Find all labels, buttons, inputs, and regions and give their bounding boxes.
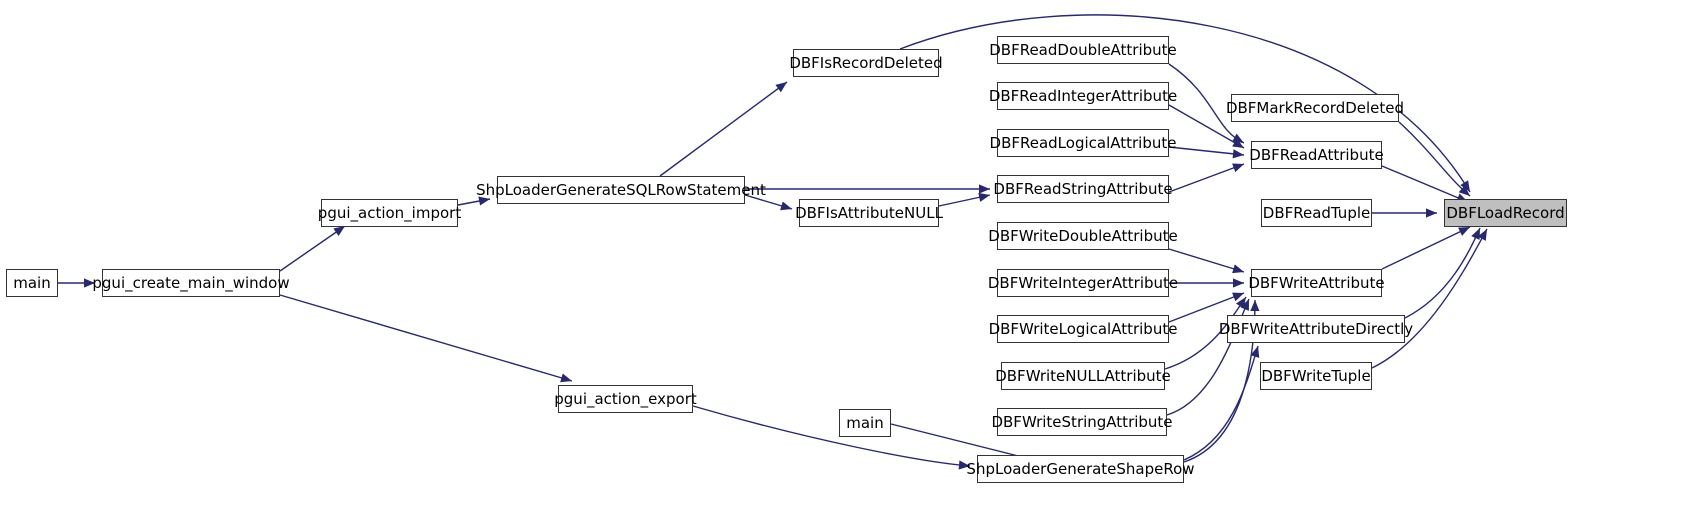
node-DBFIsRecordDeleted[interactable]: DBFIsRecordDeleted (789, 49, 943, 77)
node-label-ShpLoaderGenerateShapeRow: ShpLoaderGenerateShapeRow (966, 459, 1195, 478)
node-label-DBFWriteNULLAttribute: DBFWriteNULLAttribute (995, 366, 1171, 385)
node-main_bottom[interactable]: main (839, 409, 891, 437)
node-label-main_left: main (13, 273, 51, 292)
node-label-DBFReadAttribute: DBFReadAttribute (1249, 145, 1384, 164)
node-pgui_action_export[interactable]: pgui_action_export (554, 385, 697, 413)
node-label-DBFWriteLogicalAttribute: DBFWriteLogicalAttribute (988, 319, 1178, 338)
node-label-DBFWriteIntegerAttribute: DBFWriteIntegerAttribute (987, 273, 1179, 292)
node-label-main_bottom: main (846, 413, 884, 432)
node-label-pgui_action_import: pgui_action_import (317, 203, 462, 222)
node-label-DBFReadTuple: DBFReadTuple (1262, 203, 1371, 222)
node-DBFWriteAttribute[interactable]: DBFWriteAttribute (1248, 269, 1385, 297)
node-DBFReadTuple[interactable]: DBFReadTuple (1261, 199, 1372, 227)
node-ShpLoaderGenerateShapeRow[interactable]: ShpLoaderGenerateShapeRow (966, 455, 1195, 483)
node-DBFLoadRecord[interactable]: DBFLoadRecord (1444, 199, 1567, 227)
node-DBFIsAttributeNULL[interactable]: DBFIsAttributeNULL (795, 199, 943, 227)
node-label-DBFReadIntegerAttribute: DBFReadIntegerAttribute (988, 86, 1178, 105)
node-label-pgui_action_export: pgui_action_export (554, 389, 697, 408)
node-label-DBFWriteStringAttribute: DBFWriteStringAttribute (991, 412, 1173, 431)
node-DBFWriteDoubleAttribute[interactable]: DBFWriteDoubleAttribute (988, 222, 1178, 250)
node-DBFWriteNULLAttribute[interactable]: DBFWriteNULLAttribute (995, 362, 1171, 390)
node-pgui_action_import[interactable]: pgui_action_import (318, 199, 461, 227)
node-label-DBFWriteAttributeDirectly: DBFWriteAttributeDirectly (1218, 319, 1414, 338)
node-label-pgui_create_main_window: pgui_create_main_window (92, 273, 290, 292)
node-DBFWriteTuple[interactable]: DBFWriteTuple (1260, 362, 1372, 390)
node-pgui_create_main_window[interactable]: pgui_create_main_window (92, 269, 290, 297)
node-label-DBFReadStringAttribute: DBFReadStringAttribute (993, 179, 1173, 198)
node-label-DBFIsAttributeNULL: DBFIsAttributeNULL (795, 203, 943, 222)
node-main_left[interactable]: main (6, 269, 58, 297)
node-DBFReadLogicalAttribute[interactable]: DBFReadLogicalAttribute (990, 129, 1176, 157)
node-label-ShpLoaderGenerateSQLRowStatement: ShpLoaderGenerateSQLRowStatement (476, 180, 766, 199)
node-DBFReadIntegerAttribute[interactable]: DBFReadIntegerAttribute (989, 82, 1177, 110)
node-DBFWriteAttributeDirectly[interactable]: DBFWriteAttributeDirectly (1219, 315, 1413, 343)
node-DBFWriteStringAttribute[interactable]: DBFWriteStringAttribute (991, 408, 1173, 436)
node-label-DBFWriteTuple: DBFWriteTuple (1261, 366, 1371, 385)
node-DBFWriteLogicalAttribute[interactable]: DBFWriteLogicalAttribute (989, 315, 1177, 343)
node-DBFReadStringAttribute[interactable]: DBFReadStringAttribute (993, 175, 1173, 203)
node-DBFMarkRecordDeleted[interactable]: DBFMarkRecordDeleted (1226, 94, 1404, 122)
node-label-DBFLoadRecord: DBFLoadRecord (1446, 203, 1565, 222)
node-ShpLoaderGenerateSQLRowStatement[interactable]: ShpLoaderGenerateSQLRowStatement (476, 176, 766, 204)
node-label-DBFWriteDoubleAttribute: DBFWriteDoubleAttribute (988, 226, 1178, 245)
node-label-DBFReadLogicalAttribute: DBFReadLogicalAttribute (989, 133, 1177, 152)
node-label-DBFWriteAttribute: DBFWriteAttribute (1248, 273, 1385, 292)
node-label-DBFMarkRecordDeleted: DBFMarkRecordDeleted (1225, 98, 1405, 117)
node-DBFReadAttribute[interactable]: DBFReadAttribute (1249, 141, 1384, 169)
node-label-DBFIsRecordDeleted: DBFIsRecordDeleted (789, 53, 943, 72)
node-label-DBFReadDoubleAttribute: DBFReadDoubleAttribute (989, 40, 1177, 59)
node-DBFReadDoubleAttribute[interactable]: DBFReadDoubleAttribute (989, 36, 1177, 64)
node-DBFWriteIntegerAttribute[interactable]: DBFWriteIntegerAttribute (988, 269, 1178, 297)
